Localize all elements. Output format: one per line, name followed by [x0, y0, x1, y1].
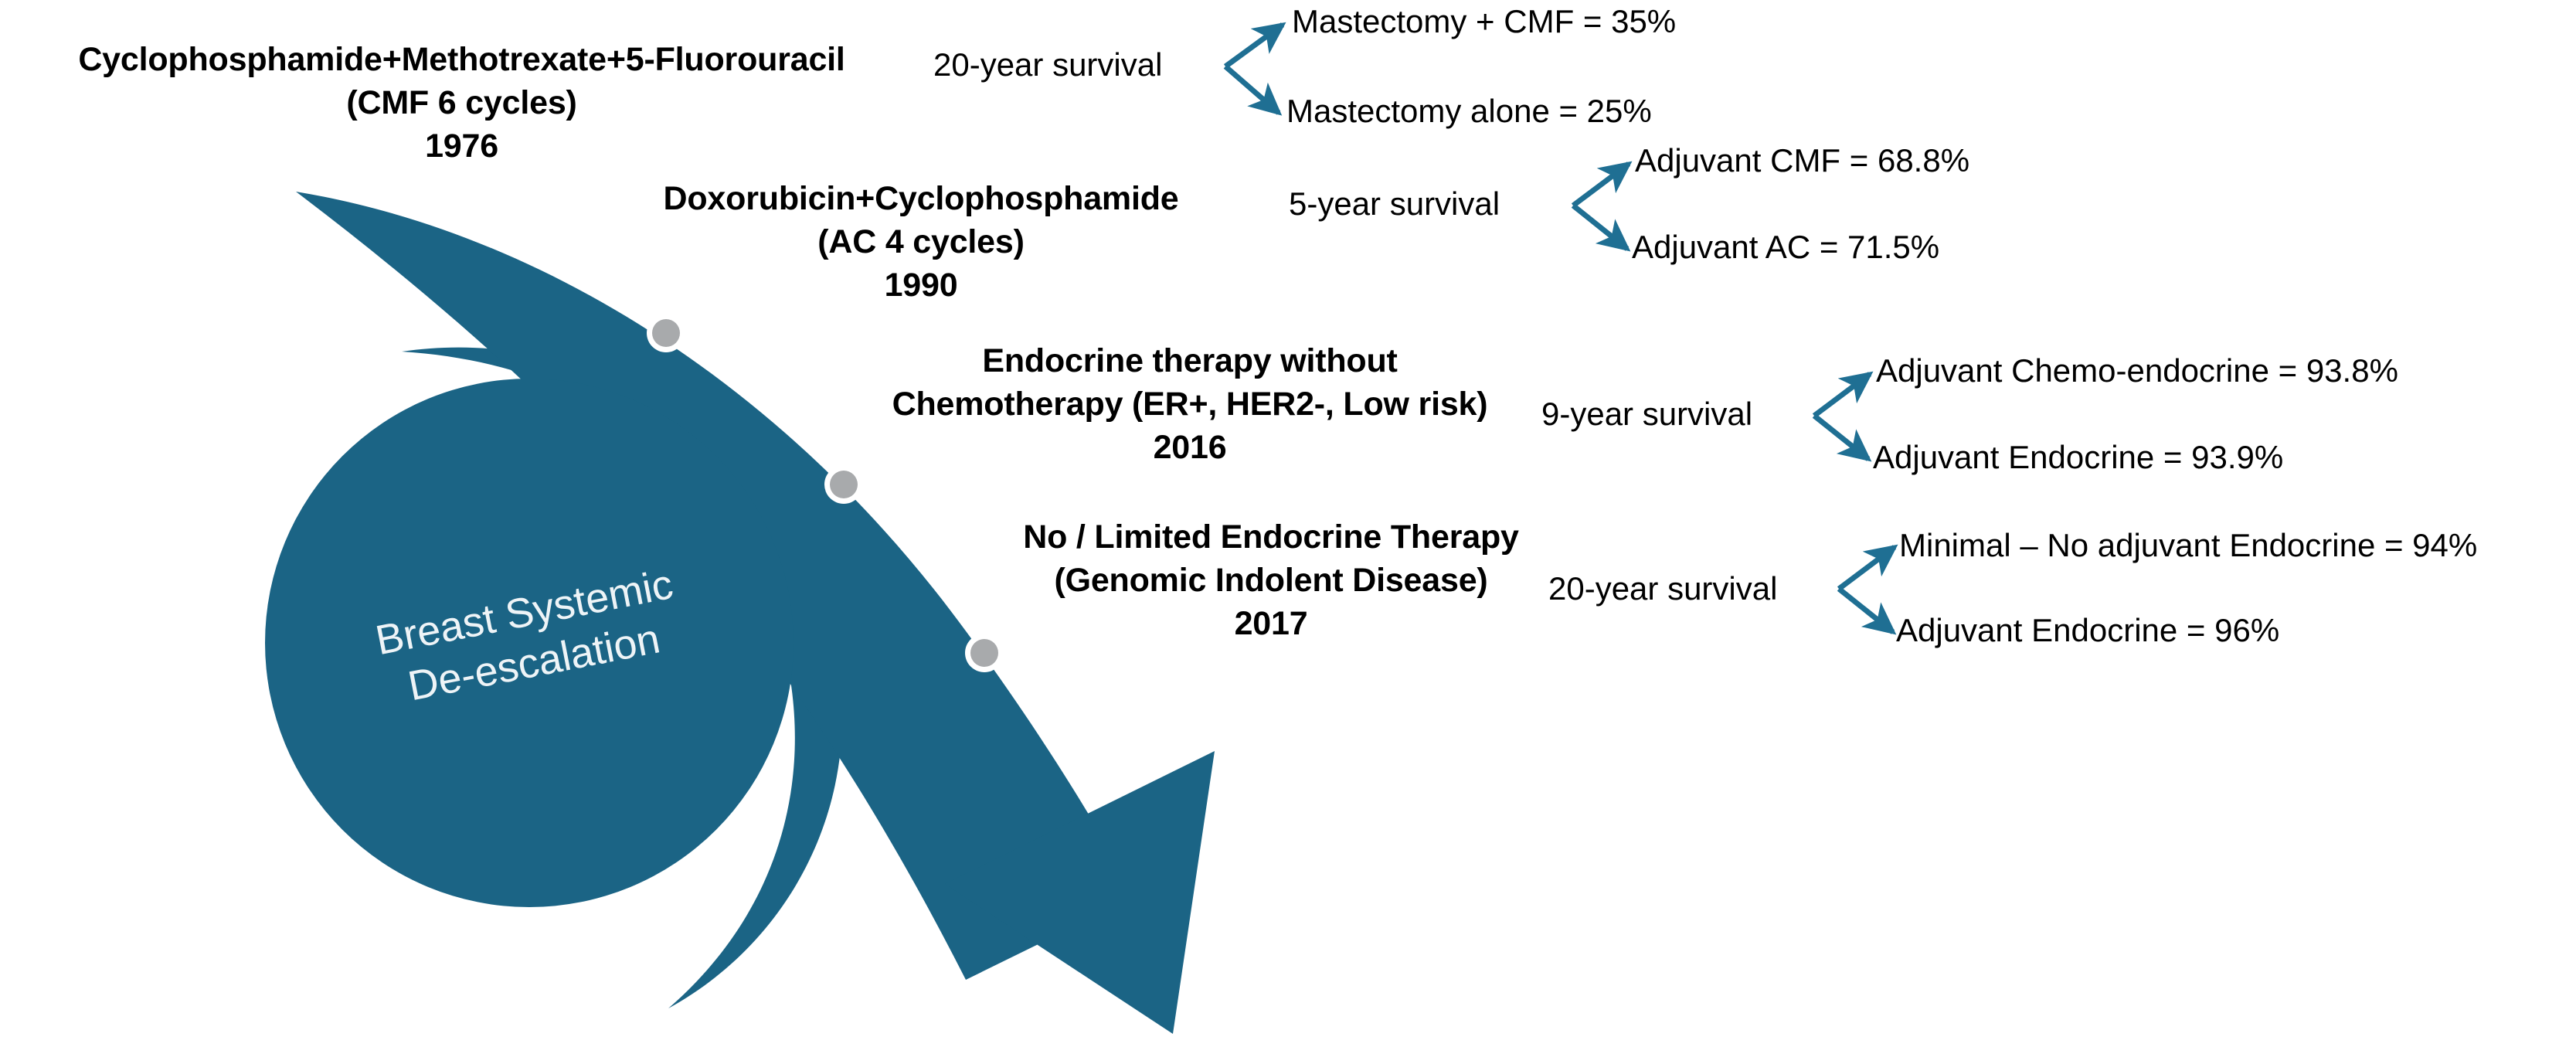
survival-label-1: 20-year survival [933, 46, 1163, 83]
branch-connector-2 [1571, 161, 1633, 252]
timeline-arrow-band [296, 192, 1136, 980]
survival-label-4: 20-year survival [1548, 570, 1778, 607]
survival-label-3: 9-year survival [1541, 396, 1753, 432]
hub-circle [265, 379, 794, 907]
milestone-dot-2 [824, 465, 863, 504]
timeline-arrowhead [945, 751, 1215, 1034]
milestone-title-2: Doxorubicin+Cyclophosphamide (AC 4 cycle… [663, 180, 1179, 304]
milestone-dot-1 [647, 314, 685, 352]
outcome-4-1: Minimal – No adjuvant Endocrine = 94% [1899, 527, 2478, 563]
milestone-title-3: Endocrine therapy without Chemotherapy (… [892, 342, 1488, 466]
milestone-dot-3 [965, 634, 1004, 672]
milestone-title-4: No / Limited Endocrine Therapy (Genomic … [1023, 518, 1519, 642]
outcome-1-2: Mastectomy alone = 25% [1286, 93, 1652, 129]
outcome-4-2: Adjuvant Endocrine = 96% [1896, 612, 2280, 648]
outcome-1-1: Mastectomy + CMF = 35% [1292, 3, 1677, 39]
outcome-2-1: Adjuvant CMF = 68.8% [1635, 142, 1970, 178]
outcome-3-2: Adjuvant Endocrine = 93.9% [1873, 439, 2284, 475]
milestone-title-1: Cyclophosphamide+Methotrexate+5-Fluorour… [78, 41, 845, 165]
branch-connector-1 [1223, 22, 1286, 116]
outcome-2-2: Adjuvant AC = 71.5% [1632, 229, 1940, 265]
branch-connector-4 [1837, 544, 1898, 635]
outcome-3-1: Adjuvant Chemo-endocrine = 93.8% [1876, 352, 2398, 389]
branch-connector-3 [1812, 371, 1874, 462]
survival-label-2: 5-year survival [1289, 185, 1500, 222]
